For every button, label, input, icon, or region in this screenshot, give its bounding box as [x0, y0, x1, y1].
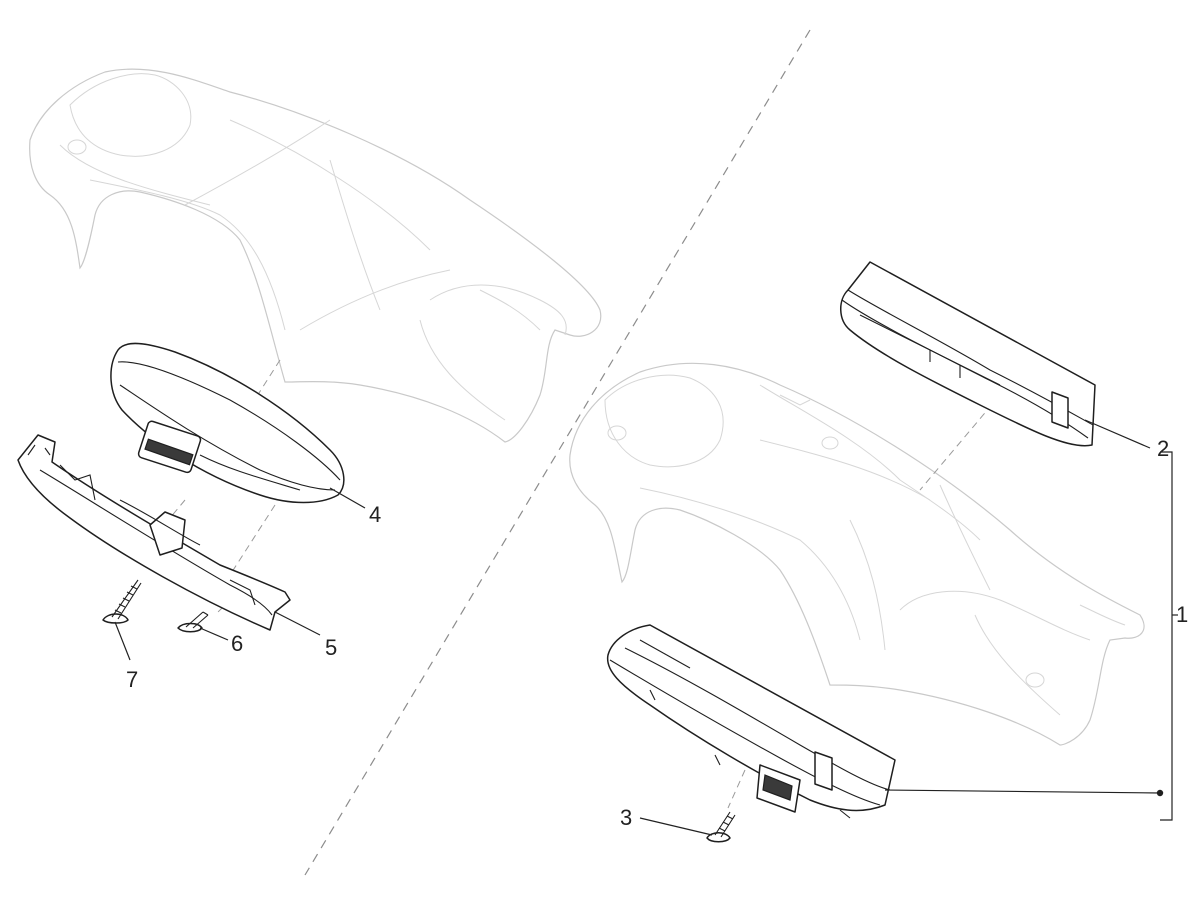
screw-part-3 [706, 811, 736, 843]
mounting-bracket-part-5 [17, 434, 291, 631]
callout-4: 4 [369, 502, 381, 527]
leader-endpoint-dot [1156, 789, 1164, 797]
callout-7: 7 [126, 667, 138, 692]
leader-line-5 [274, 611, 321, 636]
callout-5: 5 [325, 635, 337, 660]
instrument-cluster-part-4 [110, 342, 345, 504]
short-screw-part-6 [177, 611, 209, 633]
leader-line-3 [639, 817, 713, 836]
callout-2: 2 [1157, 436, 1169, 461]
callout-3: 3 [620, 805, 632, 830]
display-unit-assembly-part-1 [606, 624, 896, 819]
leader-line-1-to-assembly [884, 789, 1161, 794]
handlebar-cover-ghost-left [29, 68, 602, 443]
callout-1: 1 [1176, 602, 1188, 627]
assembly-axis-right-3 [727, 769, 746, 809]
assembly-axis-right-1 [919, 394, 1001, 491]
leader-line-1 [1160, 451, 1173, 821]
callout-6: 6 [231, 631, 243, 656]
assembly-axis-left-2 [229, 504, 276, 576]
leader-line-6 [199, 627, 229, 641]
leader-line-7 [114, 621, 131, 661]
handlebar-cover-ghost-right [569, 362, 1145, 746]
long-screw-part-7 [102, 579, 142, 624]
display-unit-part-2 [840, 261, 1096, 447]
variant-divider [304, 29, 811, 876]
leader-line-2 [1084, 419, 1151, 449]
leader-line-4 [329, 487, 366, 509]
